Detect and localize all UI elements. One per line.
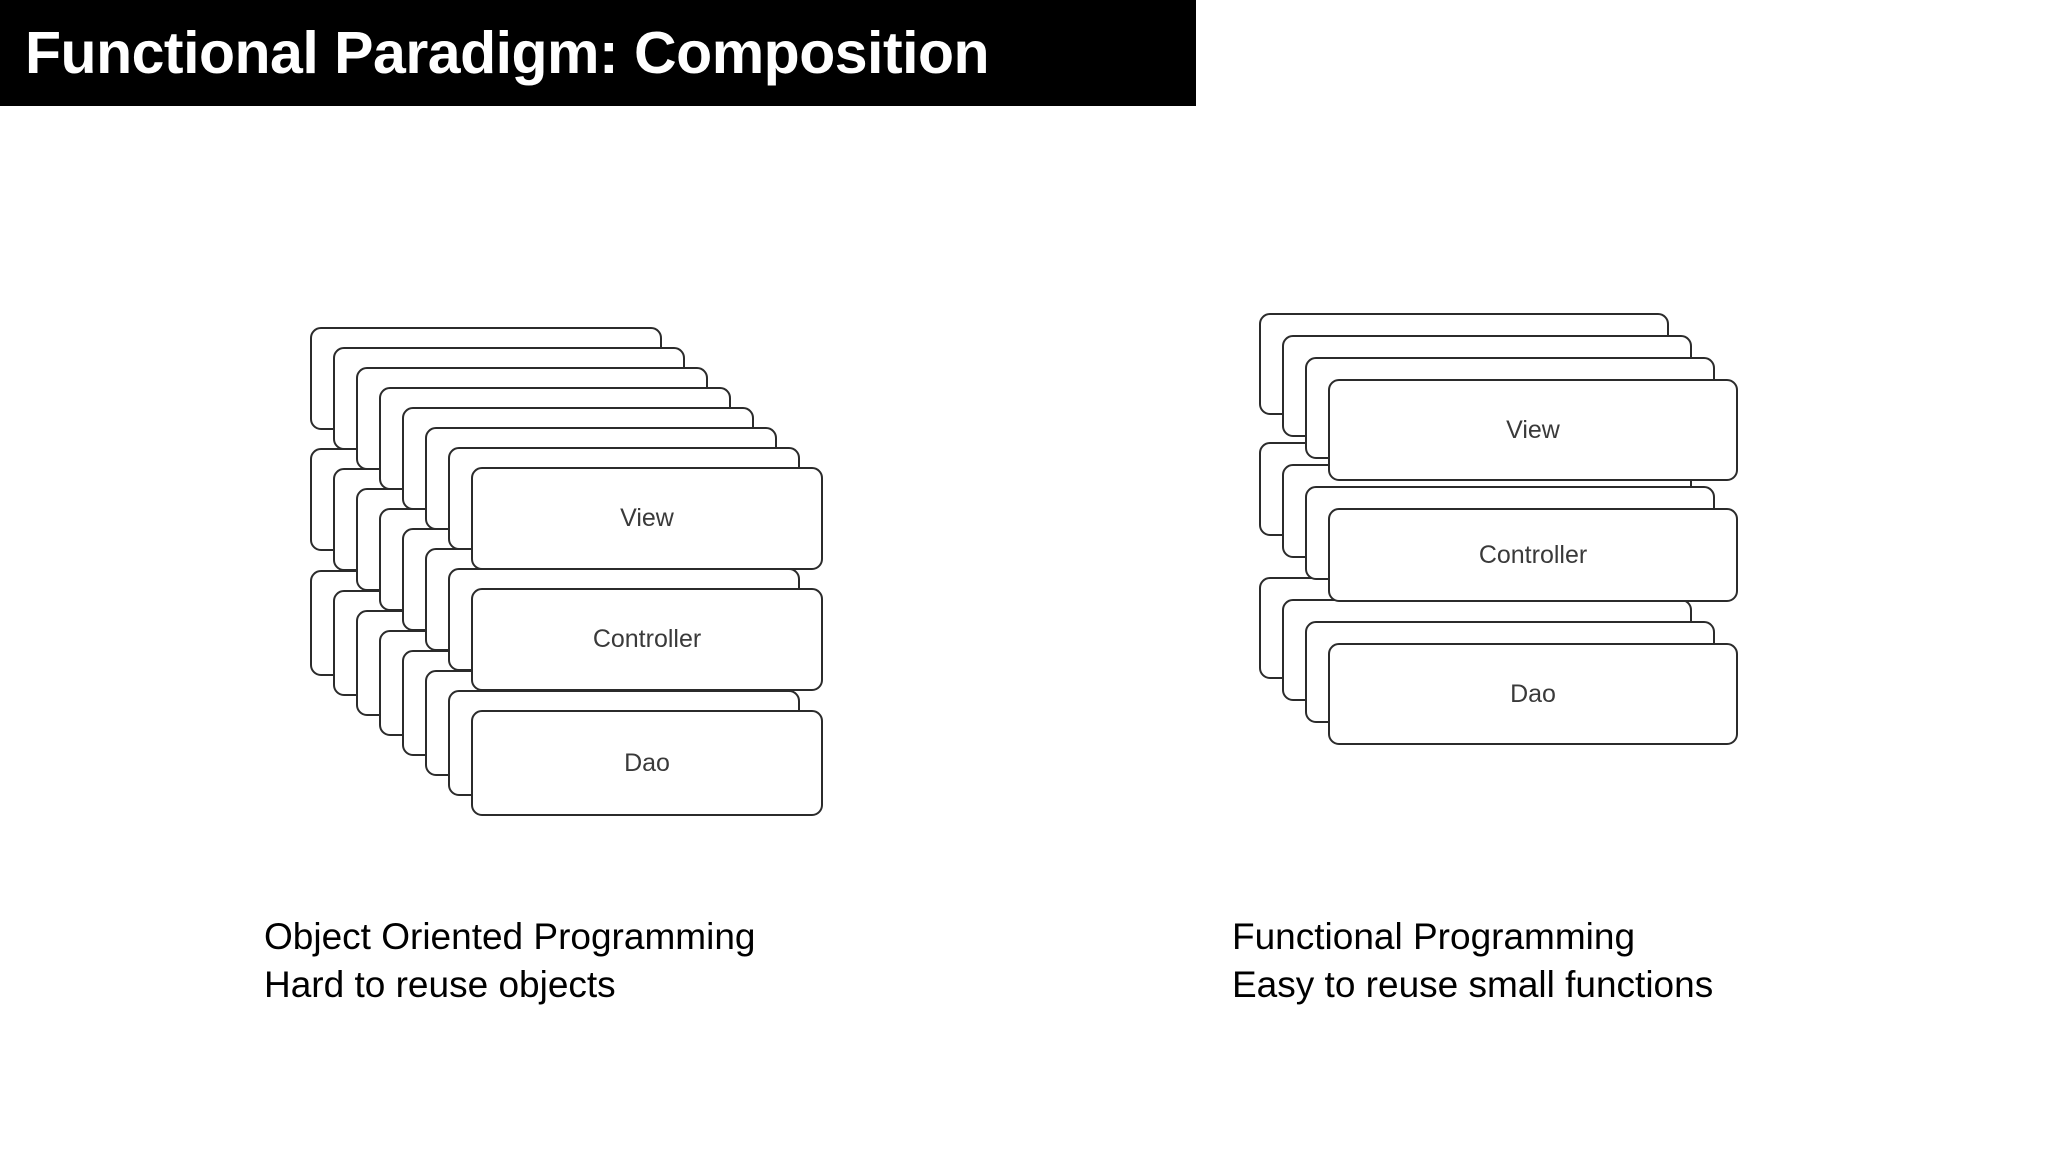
card-dao: Dao [471,710,823,816]
card-label-dao: Dao [624,748,670,777]
caption-functional: Functional Programming Easy to reuse sma… [1232,913,1713,1009]
card-label-dao: Dao [1510,679,1556,708]
card-view: View [471,467,823,570]
card-label-controller: Controller [592,625,702,653]
card-label-view: View [620,504,674,532]
card-label-view: View [1506,415,1560,444]
caption-fp-line-1: Functional Programming [1232,916,1636,957]
page-title: Functional Paradigm: Composition [25,19,990,86]
card-controller: Controller [1328,508,1738,602]
caption-fp-line-2: Easy to reuse small functions [1232,964,1714,1005]
caption-object-oriented: Object Oriented Programming Hard to reus… [264,913,755,1009]
card-controller: Controller [471,588,823,691]
card-view: View [1328,379,1738,481]
slide-title-bar: Functional Paradigm: Composition [0,0,1196,106]
card-label-controller: Controller [1478,540,1588,569]
caption-oop-line-1: Object Oriented Programming [264,916,756,957]
card-dao: Dao [1328,643,1738,745]
caption-oop-line-2: Hard to reuse objects [264,964,616,1005]
